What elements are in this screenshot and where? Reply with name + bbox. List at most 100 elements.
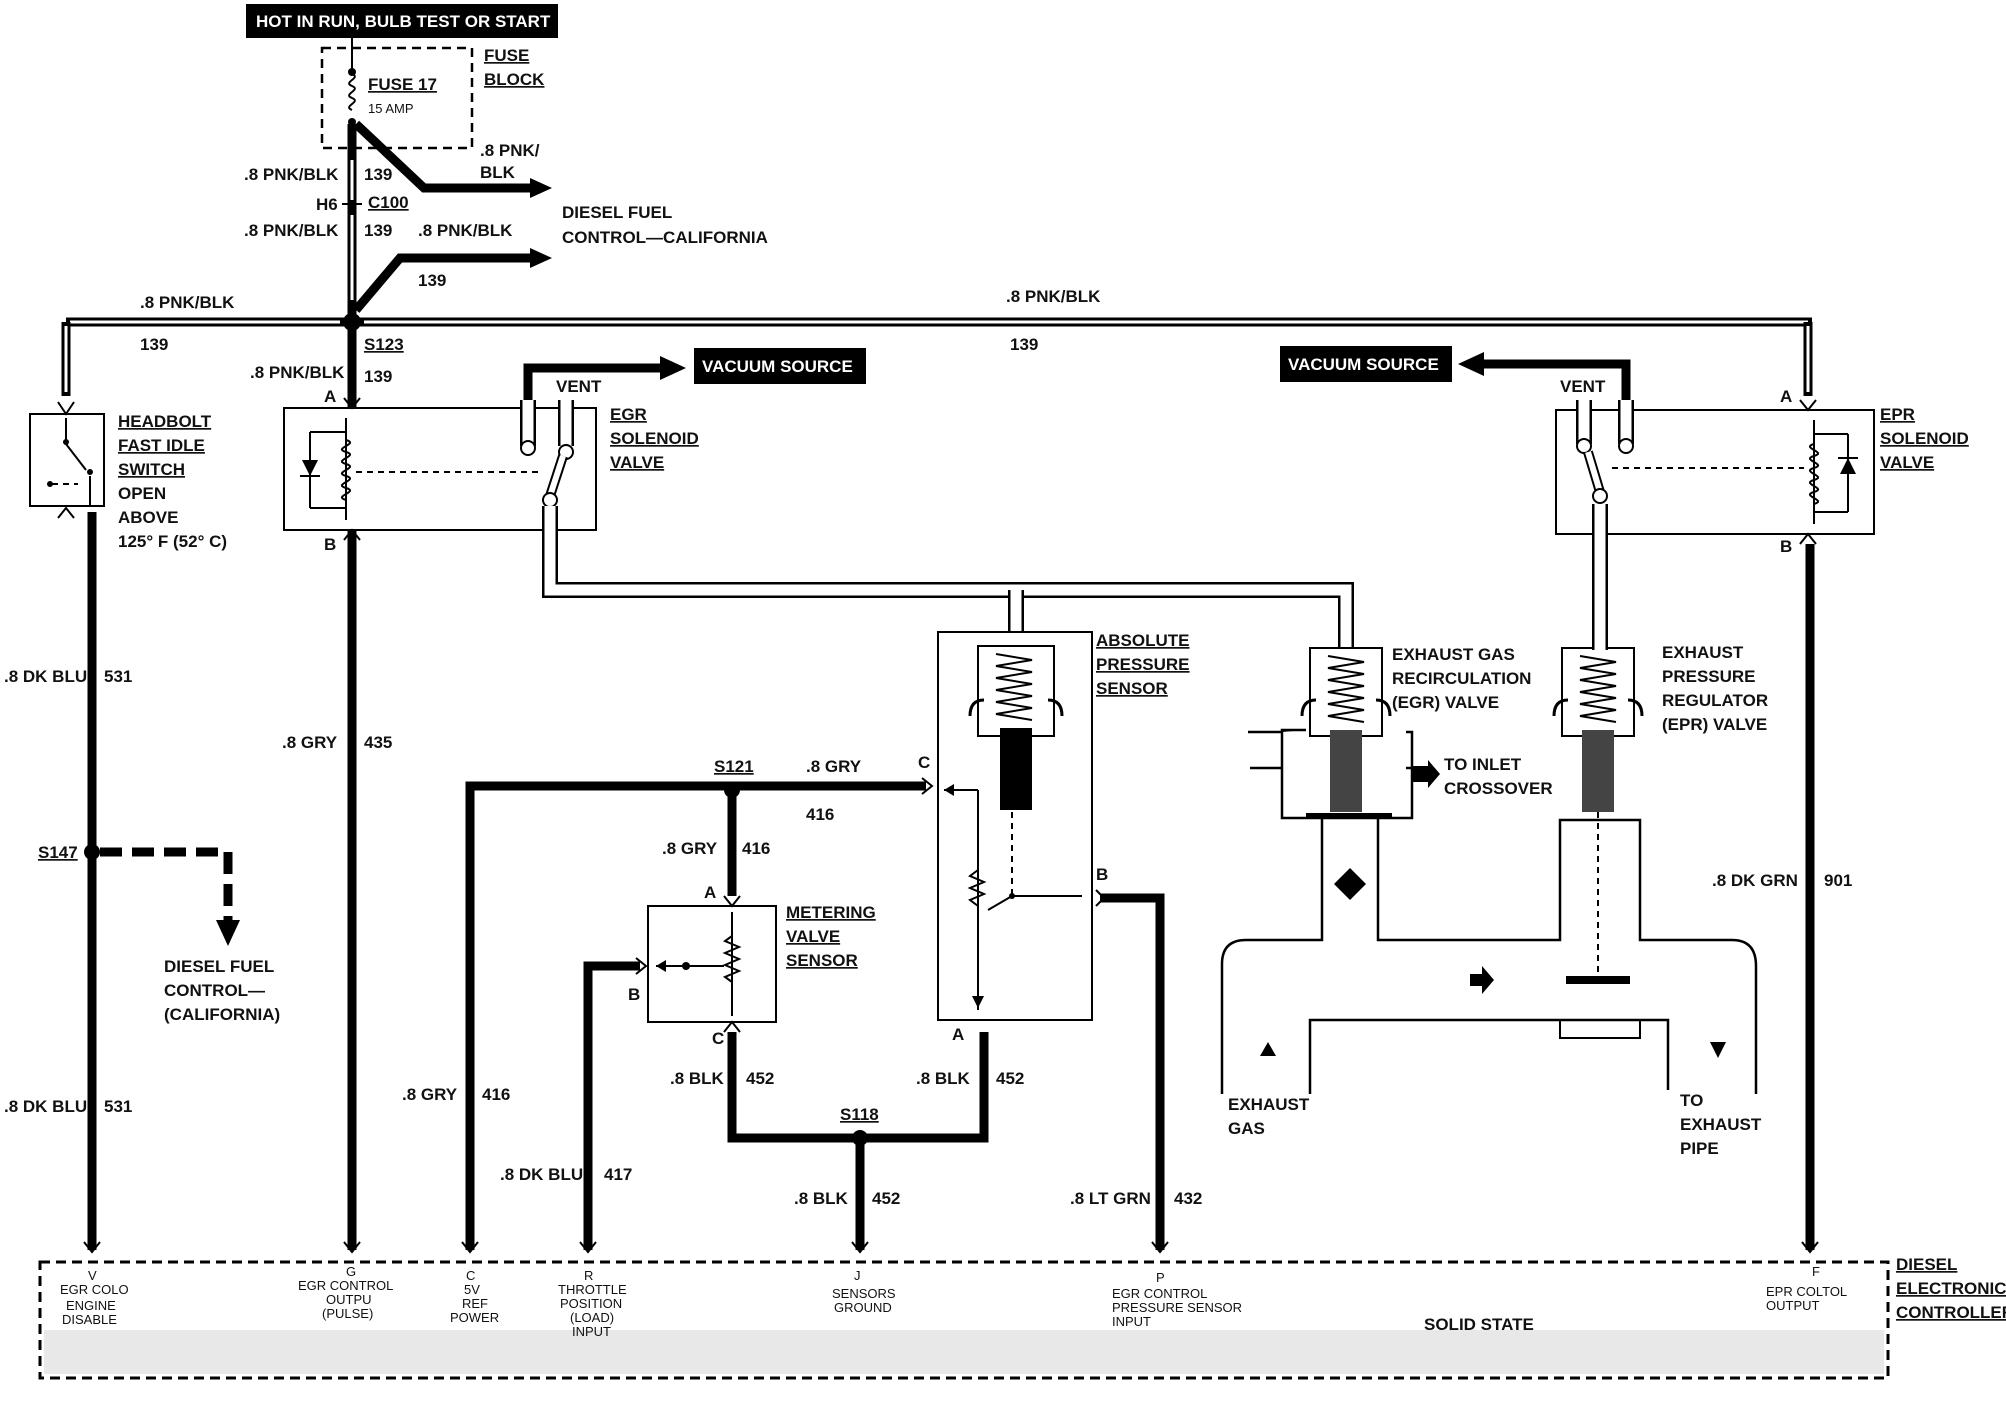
splice-s123 [343,313,361,331]
wire-dk-blu-lower: .8 DK BLU [4,1097,87,1116]
egr-valve-label-2: RECIRCULATION [1392,669,1531,688]
terminal-j-line-1: SENSORS [832,1286,896,1301]
terminal-g-line-2: OUTPU [326,1292,372,1307]
abs-sensor-label-3: SENSOR [1096,679,1168,698]
egr-valve-label-1: EXHAUST GAS [1392,645,1515,664]
to-exhaust-pipe-2: EXHAUST [1680,1115,1762,1134]
meter-pin-b: B [628,985,640,1004]
wire-pnk-blk-bus-left: .8 PNK/BLK [140,293,235,312]
wire-pnk-branch-label: .8 PNK/ [480,141,540,160]
wire-pnk-blk-label-2: .8 PNK/BLK [244,221,339,240]
power-header-label: HOT IN RUN, BULB TEST OR START [256,12,551,31]
epr-valve-label-1: EXHAUST [1662,643,1744,662]
wire-139-bus-left: 139 [140,335,168,354]
to-inlet-label-2: CROSSOVER [1444,779,1553,798]
headbolt-label-6: 125° F (52° C) [118,532,227,551]
headbolt-label-2: FAST IDLE [118,436,205,455]
wire-416-meter-label: 416 [742,839,770,858]
wire-pnk-blk-label-3: .8 PNK/BLK [418,221,513,240]
wire-gry-s121-label: .8 GRY [806,757,862,776]
epr-valve-spring [1579,655,1617,723]
terminal-r-line-2: POSITION [560,1296,622,1311]
egr-valve-body [1309,647,1383,737]
egr-sol-label-2: SOLENOID [610,429,699,448]
to-exhaust-pipe-3: PIPE [1680,1139,1719,1158]
terminal-v: V EGR COLO ENGINE DISABLE [60,1241,129,1327]
wire-139-label-3: 139 [418,271,446,290]
wire-417-label: 417 [604,1165,632,1184]
meter-label-3: SENSOR [786,951,858,970]
headbolt-label-1: HEADBOLT [118,412,212,431]
wire-139-bus-right: 139 [1010,335,1038,354]
egr-valve-label-3: (EGR) VALVE [1392,693,1499,712]
terminal-c-line-3: POWER [450,1310,499,1325]
controller-label-1: DIESEL [1896,1255,1957,1274]
meter-pin-c: C [712,1029,724,1048]
wire-435-label: 435 [364,733,392,752]
s123-label: S123 [364,335,404,354]
egr-sol-pin-a: A [324,387,336,406]
egr-valve-spring [1327,655,1365,723]
fuse-block-label-2: BLOCK [484,70,545,89]
wire-gry-meter-label: .8 GRY [662,839,718,858]
abs-pin-c: C [918,753,930,772]
to-inlet-label-1: TO INLET [1444,755,1522,774]
epr-solenoid-box [1555,409,1875,535]
to-exhaust-pipe-1: TO [1680,1091,1703,1110]
wire-452-gnd: 452 [872,1189,900,1208]
terminal-f-pin: F [1812,1264,1820,1279]
fuse-block-label: FUSE [484,46,529,65]
terminal-v-line-3: DISABLE [62,1312,117,1327]
wire-901: 901 [1824,871,1852,890]
metering-valve-sensor-box [647,905,777,1023]
abs-sensor-spring [995,653,1033,721]
terminal-g-line-1: EGR CONTROL [298,1278,393,1293]
wire-531-lower: 531 [104,1097,132,1116]
epr-valve-body [1561,647,1635,737]
terminal-f: F EPR COLTOL OUTPUT [1766,1241,1847,1313]
wire-blk-abs: .8 BLK [916,1069,971,1088]
epr-sol-pin-a: A [1780,387,1792,406]
power-header-box [246,4,558,38]
terminal-c-line-2: REF [462,1296,488,1311]
terminal-v-pin: V [88,1268,97,1283]
terminal-f-line-2: OUTPUT [1766,1298,1820,1313]
wire-blk-meter: .8 BLK [670,1069,725,1088]
headbolt-label-3: SWITCH [118,460,185,479]
wire-416-s121-label: 416 [806,805,834,824]
meter-pin-a: A [704,883,716,902]
terminal-c-line-1: 5V [464,1282,480,1297]
terminal-v-line-2: ENGINE [66,1298,116,1313]
terminal-v-line-1: EGR COLO [60,1282,129,1297]
wire-pnk-blk-label-4: .8 PNK/BLK [250,363,345,382]
wire-dk-blu-417: .8 DK BLU [500,1165,583,1184]
epr-solenoid-coil [1809,443,1819,505]
meter-label-2: VALVE [786,927,840,946]
terminal-p-line-3: INPUT [1112,1314,1151,1329]
terminal-c-pin: C [466,1268,475,1283]
wire-dk-grn: .8 DK GRN [1712,871,1798,890]
terminal-c: C 5V REF POWER [450,1241,499,1325]
s121-label: S121 [714,757,754,776]
wire-139-label-2: 139 [364,221,392,240]
terminal-r-line-1: THROTTLE [558,1282,627,1297]
terminal-g-line-3: (PULSE) [322,1306,373,1321]
s147-label: S147 [38,843,78,862]
egr-solenoid-coil [341,439,351,501]
wire-452-meter: 452 [746,1069,774,1088]
egr-vent-label: VENT [556,377,602,396]
fuse-block [320,46,474,150]
abs-pin-b: B [1096,865,1108,884]
meter-label-1: METERING [786,903,876,922]
diesel-fuel-control-2-2: CONTROL— [164,981,265,1000]
fuse-17-amp: 15 AMP [368,101,414,116]
terminal-j-pin: J [854,1268,861,1283]
terminal-p-pin: P [1156,1270,1165,1285]
terminal-r-line-3: (LOAD) [570,1310,614,1325]
wire-pnk-branch-label-2: BLK [480,163,516,182]
vacuum-source-right-label: VACUUM SOURCE [1288,355,1439,374]
wire-432: 432 [1174,1189,1202,1208]
terminal-r-line-4: INPUT [572,1324,611,1339]
wire-gry-435-label: .8 GRY [282,733,338,752]
